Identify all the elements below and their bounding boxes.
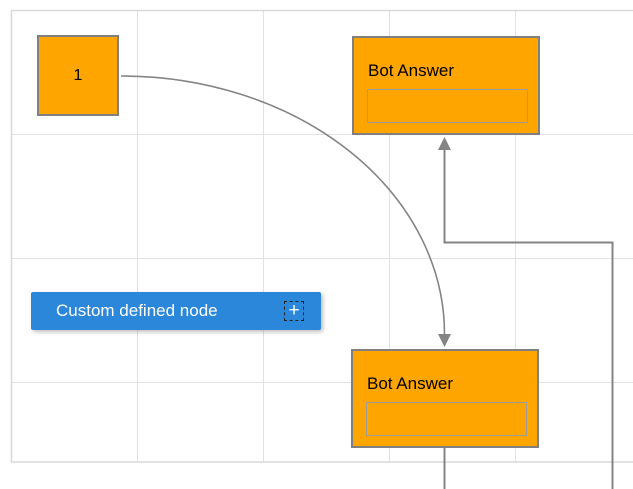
connector-curve[interactable]: [120, 75, 446, 335]
node-start[interactable]: 1: [37, 35, 119, 116]
connector-orthogonal[interactable]: [443, 150, 614, 489]
node-bot-answer-top[interactable]: Bot Answer: [352, 36, 540, 135]
plus-icon: +: [288, 300, 300, 321]
node-bot-answer-bottom[interactable]: Bot Answer: [351, 349, 539, 448]
node-custom-defined[interactable]: Custom defined node +: [31, 292, 321, 330]
arrowhead-down-icon: [438, 334, 451, 347]
node-start-label: 1: [73, 66, 83, 84]
add-port-button[interactable]: +: [284, 301, 304, 321]
node-custom-label: Custom defined node: [56, 301, 218, 320]
answer-field[interactable]: [367, 89, 528, 123]
node-title: Bot Answer: [368, 61, 454, 80]
node-title: Bot Answer: [367, 374, 453, 393]
grid-boundary: [10, 9, 633, 463]
arrowhead-up-icon: [438, 137, 451, 150]
answer-field[interactable]: [366, 402, 527, 436]
